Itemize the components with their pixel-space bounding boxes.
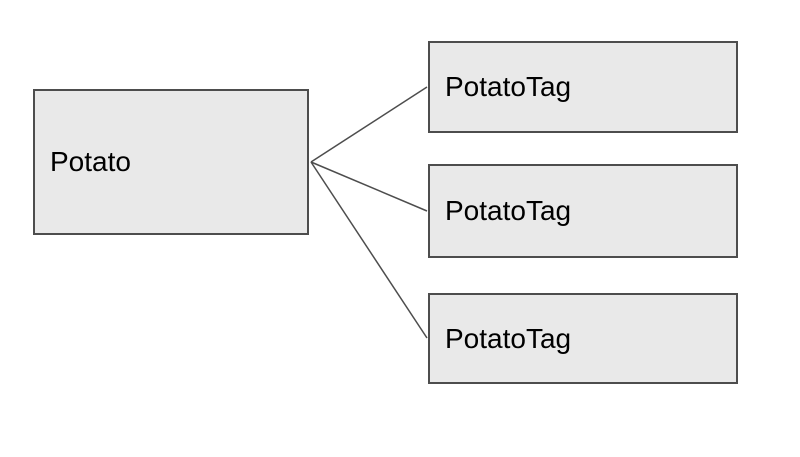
connector-line xyxy=(310,161,428,339)
node-potatotag-1[interactable]: PotatoTag xyxy=(428,41,738,133)
connector-line xyxy=(310,86,428,163)
node-potato-label: Potato xyxy=(50,146,131,177)
node-potatotag-2-label: PotatoTag xyxy=(445,195,572,226)
node-potatotag-1-label: PotatoTag xyxy=(445,71,572,102)
connector-line xyxy=(310,161,428,212)
node-potatotag-3[interactable]: PotatoTag xyxy=(428,293,738,384)
node-potatotag-2[interactable]: PotatoTag xyxy=(428,164,738,258)
node-potatotag-3-label: PotatoTag xyxy=(445,322,572,354)
node-potato[interactable]: Potato xyxy=(33,89,309,235)
